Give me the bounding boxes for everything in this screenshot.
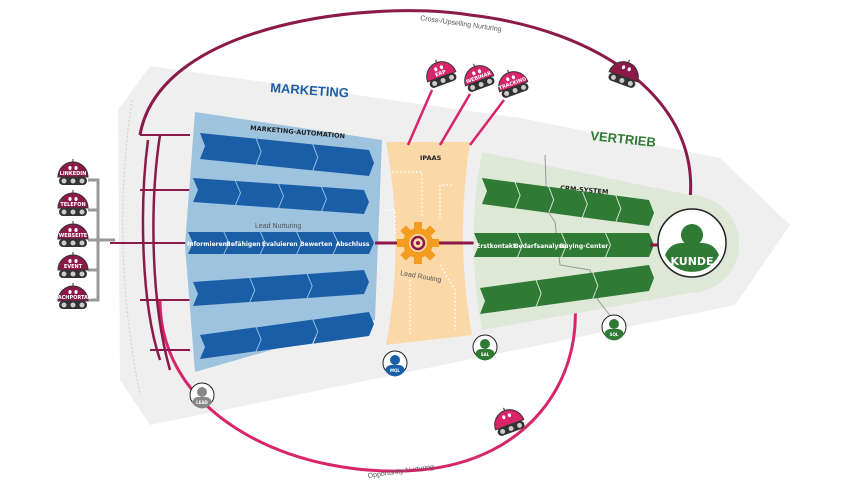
marketing-chevron <box>200 133 261 165</box>
marketing-step-label: Bewerten <box>300 241 332 248</box>
sales-step-chevron <box>562 233 610 257</box>
source-robot: FACHPORTAL <box>55 283 92 309</box>
marketing-chevron <box>236 181 283 208</box>
kunde-label: KUNDE <box>670 255 713 268</box>
source-robot: WEBSEITE <box>57 221 89 247</box>
sales-step-label: Buying-Center <box>560 243 609 250</box>
sales-step-chevron <box>606 233 654 257</box>
lead-avatar: LEAD <box>189 382 215 409</box>
integration-robot: ERP <box>426 59 457 88</box>
marketing-step-label: Evaluieren <box>262 241 298 248</box>
cross-upselling-robot <box>608 59 639 88</box>
robot-label: EVENT <box>64 264 83 270</box>
marketing-chevron <box>256 319 318 352</box>
cross-upselling-loop <box>138 9 693 201</box>
sales-chevron <box>549 186 587 218</box>
svg-text:LEAD: LEAD <box>196 400 208 405</box>
sal-avatar: SAL <box>472 334 498 361</box>
sales-step-chevron <box>474 233 522 257</box>
sales-chevron <box>593 265 654 299</box>
source-robot: LINKEDIN <box>57 159 89 185</box>
sales-chevron <box>536 272 598 307</box>
sales-chevron <box>582 191 621 222</box>
marketing-chevron <box>313 144 374 176</box>
vertrieb-title: VERTRIEB <box>590 128 657 150</box>
lead-nurturing-label: Lead Nurturing <box>255 223 301 230</box>
marketing-chevron <box>200 327 261 359</box>
opportunity-robot <box>494 407 525 436</box>
sql-avatar: SQL <box>601 314 627 341</box>
marketing-step-chevron <box>297 232 338 254</box>
kunde-avatar: KUNDE <box>657 208 727 278</box>
sales-chevron <box>515 182 554 213</box>
svg-text:SQL: SQL <box>610 332 619 337</box>
sales-step-label: Erstkontakt <box>476 243 516 250</box>
marketing-step-chevron <box>333 232 374 254</box>
sales-chevron-rows <box>474 178 654 314</box>
marketing-chevron-rows <box>188 133 374 359</box>
sales-chevron <box>482 178 520 209</box>
sales-chevron <box>480 280 541 314</box>
svg-text:SAL: SAL <box>481 352 490 357</box>
marketing-chevron <box>250 274 312 302</box>
integration-robot: TRACKING <box>498 69 529 98</box>
integration-robot: WEBINAR <box>464 63 495 92</box>
sales-step-label: Bedarfsanalyse <box>514 243 566 250</box>
robot-label: TELEFON <box>60 202 85 208</box>
marketing-step-chevron <box>224 232 265 254</box>
source-robot: EVENT <box>57 252 89 278</box>
robot-label: WEBSEITE <box>59 233 88 239</box>
marketing-title: MARKETING <box>270 80 350 100</box>
marketing-chevron <box>279 184 326 211</box>
marketing-chevron <box>193 278 255 306</box>
robot-label: LINKEDIN <box>60 171 87 177</box>
opportunity-label: Opportunity Nurturing <box>367 464 434 480</box>
source-robot: TELEFON <box>57 190 89 216</box>
lead-routing-gear-icon <box>397 222 439 264</box>
marketing-chevron <box>322 187 369 214</box>
marketing-step-label: Befähigen <box>226 241 260 248</box>
robot-label: FACHPORTAL <box>55 295 92 301</box>
marketing-step-label: Informieren <box>187 241 227 248</box>
sales-step-chevron <box>518 233 566 257</box>
sales-chevron <box>616 195 654 226</box>
marketing-chevron <box>193 178 240 205</box>
marketing-step-chevron <box>260 232 302 254</box>
mql-avatar: MQL <box>382 350 408 377</box>
svg-text:MQL: MQL <box>390 368 400 373</box>
robot-label: ERP <box>435 69 448 78</box>
marketing-chevron <box>313 312 374 344</box>
marketing-step-label: Abschluss <box>336 241 370 248</box>
ipaas-title: IPAAS <box>420 154 442 162</box>
marketing-chevron <box>307 270 369 298</box>
marketing-step-chevron <box>188 232 229 254</box>
marketing-chevron <box>256 138 318 171</box>
